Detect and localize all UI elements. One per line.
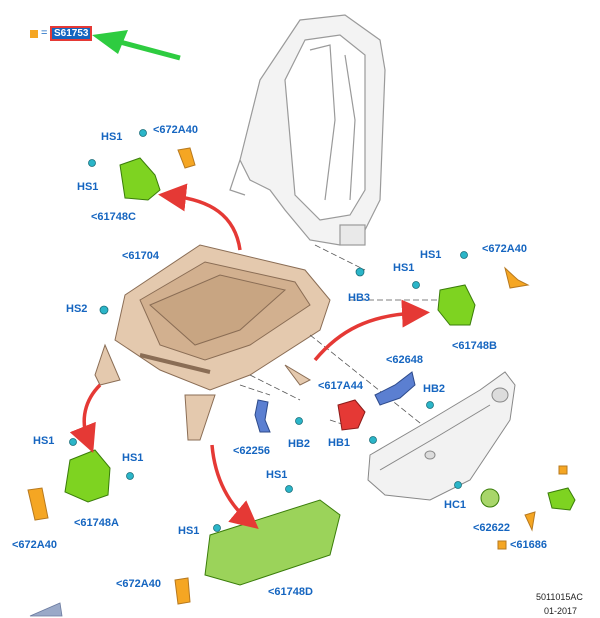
label-hs1-right-lower[interactable]: HS1 [393,262,415,274]
label-62622[interactable]: <62622 [473,522,511,534]
label-hs1-upper[interactable]: HS1 [101,131,123,143]
label-61748c[interactable]: <61748C [91,211,136,223]
orange-brackets [27,147,568,605]
label-672a40-upper[interactable]: <672A40 [153,124,198,136]
green-parts [64,157,576,586]
legend-pointer-arrow [92,30,181,61]
side-shield [367,371,516,501]
label-hb3[interactable]: HB3 [348,292,371,304]
label-672a40-right[interactable]: <672A40 [482,243,527,255]
illustration-date: 01-2017 [544,606,578,616]
fasteners [69,129,468,532]
label-617a44[interactable]: <617A44 [318,380,363,392]
label-hs1-bottom[interactable]: HS1 [266,469,288,481]
label-hs1-left[interactable]: HS1 [33,435,55,447]
label-hc1[interactable]: HC1 [444,499,467,511]
label-61748d[interactable]: <61748D [268,586,313,598]
label-hs1-left-lower[interactable]: HS1 [122,452,144,464]
label-hs2[interactable]: HS2 [66,303,88,315]
label-62256[interactable]: <62256 [233,445,271,457]
legend-equals: = [41,27,48,39]
label-61704[interactable]: <61704 [122,250,160,262]
label-hs1-bottom-left[interactable]: HS1 [178,525,200,537]
callout-arrows [69,183,430,529]
legend-part-code[interactable]: S61753 [50,26,93,41]
illustration-code: 5011015AC [536,592,583,602]
label-61748b[interactable]: <61748B [452,340,497,352]
label-61686[interactable]: <61686 [510,539,548,551]
label-61748a[interactable]: <61748A [74,517,119,529]
trim-parts [254,371,416,433]
label-hs1-upper-left[interactable]: HS1 [77,181,99,193]
label-hs1-right[interactable]: HS1 [420,249,442,261]
label-hb2-center[interactable]: HB2 [288,438,311,450]
label-hb2-right[interactable]: HB2 [423,383,446,395]
view-direction-icon [29,602,63,617]
label-672a40-bottom[interactable]: <672A40 [116,578,161,590]
label-672a40-left[interactable]: <672A40 [12,539,57,551]
legend-swatch [30,30,38,38]
seat-cushion-frame [94,244,331,441]
label-hb1[interactable]: HB1 [328,437,351,449]
label-62648[interactable]: <62648 [386,354,424,366]
seat-back-frame [229,14,386,246]
